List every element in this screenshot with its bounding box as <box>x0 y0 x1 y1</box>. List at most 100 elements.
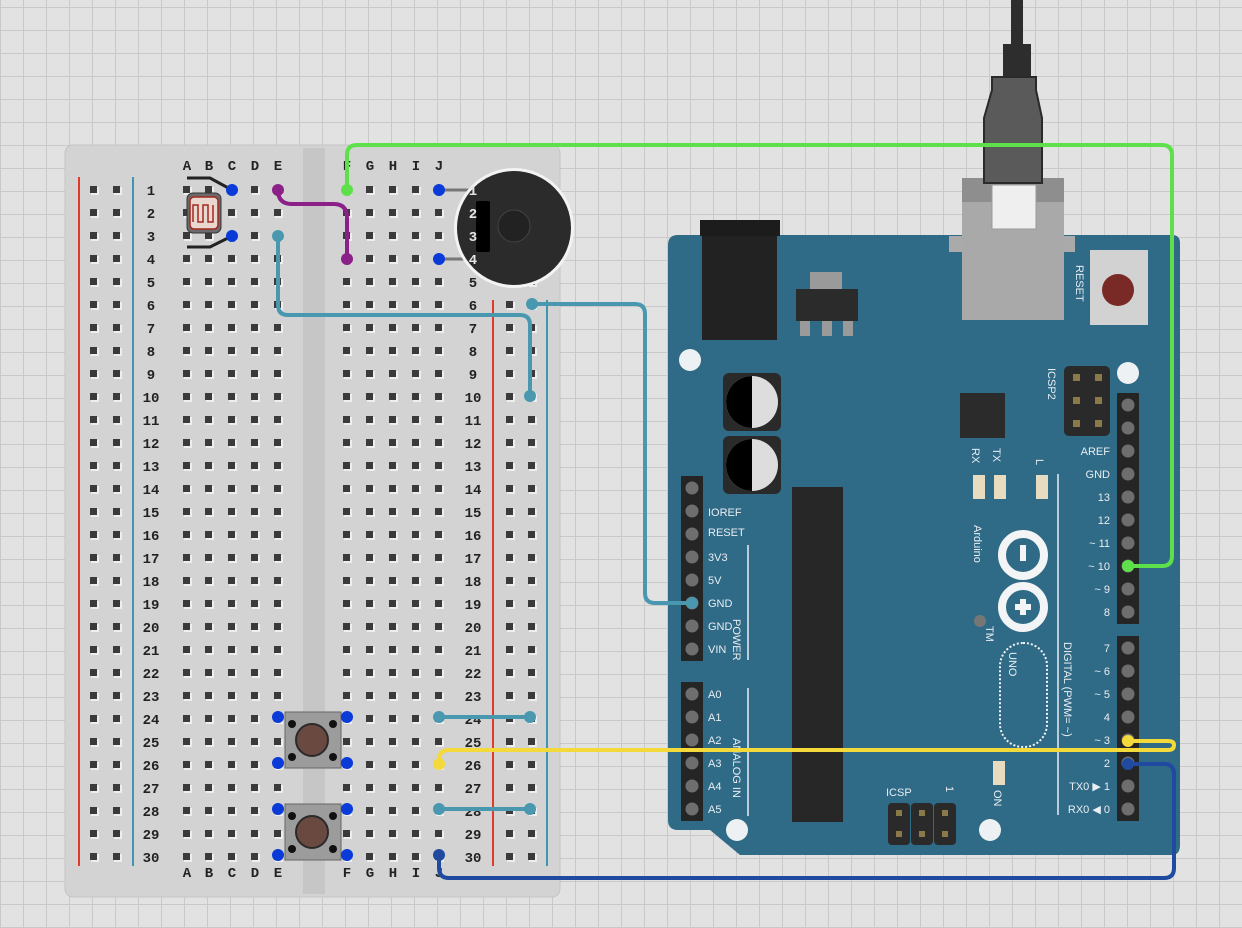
breadboard-hole[interactable] <box>205 508 212 515</box>
breadboard-hole[interactable] <box>228 508 235 515</box>
breadboard-hole[interactable] <box>90 784 97 791</box>
breadboard-hole[interactable] <box>528 761 535 768</box>
breadboard-hole[interactable] <box>228 692 235 699</box>
breadboard-hole[interactable] <box>412 830 419 837</box>
breadboard-hole[interactable] <box>113 370 120 377</box>
breadboard-hole[interactable] <box>90 370 97 377</box>
wire-endpoint[interactable] <box>433 803 445 815</box>
breadboard-hole[interactable] <box>366 393 373 400</box>
breadboard-hole[interactable] <box>412 439 419 446</box>
breadboard-hole[interactable] <box>228 393 235 400</box>
breadboard-hole[interactable] <box>366 209 373 216</box>
breadboard-hole[interactable] <box>366 807 373 814</box>
wire-endpoint[interactable] <box>686 597 698 609</box>
breadboard-hole[interactable] <box>389 600 396 607</box>
breadboard-hole[interactable] <box>412 393 419 400</box>
header-pin[interactable] <box>685 504 699 518</box>
wire-endpoint[interactable] <box>526 298 538 310</box>
breadboard-hole[interactable] <box>274 209 281 216</box>
breadboard-hole[interactable] <box>205 577 212 584</box>
breadboard-hole[interactable] <box>228 761 235 768</box>
breadboard-hole[interactable] <box>528 508 535 515</box>
breadboard-hole[interactable] <box>183 370 190 377</box>
breadboard-hole[interactable] <box>366 761 373 768</box>
breadboard-hole[interactable] <box>528 600 535 607</box>
breadboard-hole[interactable] <box>366 462 373 469</box>
breadboard-hole[interactable] <box>205 807 212 814</box>
breadboard-hole[interactable] <box>435 830 442 837</box>
breadboard-hole[interactable] <box>251 485 258 492</box>
breadboard-hole[interactable] <box>389 715 396 722</box>
breadboard-hole[interactable] <box>205 416 212 423</box>
breadboard-hole[interactable] <box>389 278 396 285</box>
breadboard-hole[interactable] <box>90 853 97 860</box>
breadboard-hole[interactable] <box>343 577 350 584</box>
breadboard-hole[interactable] <box>90 278 97 285</box>
breadboard-hole[interactable] <box>506 416 513 423</box>
breadboard-hole[interactable] <box>228 255 235 262</box>
wire-endpoint[interactable] <box>341 184 353 196</box>
breadboard-hole[interactable] <box>389 738 396 745</box>
header-pin[interactable] <box>685 687 699 701</box>
breadboard-hole[interactable] <box>251 232 258 239</box>
breadboard-hole[interactable] <box>113 669 120 676</box>
breadboard-hole[interactable] <box>435 531 442 538</box>
header-pin[interactable] <box>1121 641 1135 655</box>
breadboard-hole[interactable] <box>343 830 350 837</box>
breadboard-hole[interactable] <box>435 669 442 676</box>
breadboard-hole[interactable] <box>183 577 190 584</box>
breadboard-hole[interactable] <box>205 715 212 722</box>
breadboard-hole[interactable] <box>528 623 535 630</box>
breadboard-hole[interactable] <box>90 623 97 630</box>
breadboard-hole[interactable] <box>113 462 120 469</box>
breadboard-hole[interactable] <box>228 600 235 607</box>
breadboard-hole[interactable] <box>274 508 281 515</box>
breadboard-hole[interactable] <box>228 577 235 584</box>
breadboard-hole[interactable] <box>435 646 442 653</box>
wire-endpoint[interactable] <box>272 230 284 242</box>
breadboard-hole[interactable] <box>251 439 258 446</box>
breadboard-hole[interactable] <box>389 462 396 469</box>
header-pin[interactable] <box>685 756 699 770</box>
breadboard-hole[interactable] <box>412 646 419 653</box>
breadboard-hole[interactable] <box>506 784 513 791</box>
breadboard-hole[interactable] <box>251 738 258 745</box>
wire-green-pin10[interactable] <box>345 143 1174 568</box>
breadboard-hole[interactable] <box>251 554 258 561</box>
breadboard-hole[interactable] <box>251 370 258 377</box>
breadboard-hole[interactable] <box>228 416 235 423</box>
breadboard-hole[interactable] <box>343 508 350 515</box>
breadboard-hole[interactable] <box>228 807 235 814</box>
breadboard-hole[interactable] <box>205 738 212 745</box>
breadboard-hole[interactable] <box>90 600 97 607</box>
breadboard-hole[interactable] <box>251 301 258 308</box>
breadboard-hole[interactable] <box>205 853 212 860</box>
breadboard-hole[interactable] <box>274 416 281 423</box>
header-pin[interactable] <box>1121 582 1135 596</box>
component-pin[interactable] <box>272 849 284 861</box>
breadboard-hole[interactable] <box>343 669 350 676</box>
breadboard-hole[interactable] <box>90 508 97 515</box>
breadboard-hole[interactable] <box>389 853 396 860</box>
breadboard-hole[interactable] <box>389 669 396 676</box>
breadboard-hole[interactable] <box>412 600 419 607</box>
breadboard-hole[interactable] <box>412 669 419 676</box>
usb-cable[interactable] <box>983 0 1043 230</box>
breadboard-hole[interactable] <box>251 508 258 515</box>
breadboard-hole[interactable] <box>251 669 258 676</box>
breadboard-hole[interactable] <box>435 232 442 239</box>
breadboard-hole[interactable] <box>205 784 212 791</box>
breadboard-hole[interactable] <box>506 347 513 354</box>
breadboard-hole[interactable] <box>113 485 120 492</box>
breadboard-hole[interactable] <box>228 669 235 676</box>
breadboard-hole[interactable] <box>228 324 235 331</box>
breadboard-hole[interactable] <box>435 623 442 630</box>
breadboard-hole[interactable] <box>113 646 120 653</box>
breadboard-hole[interactable] <box>90 209 97 216</box>
breadboard-hole[interactable] <box>183 715 190 722</box>
breadboard-hole[interactable] <box>343 692 350 699</box>
breadboard-hole[interactable] <box>435 347 442 354</box>
header-pin[interactable] <box>1121 467 1135 481</box>
breadboard-hole[interactable] <box>274 462 281 469</box>
breadboard-hole[interactable] <box>435 600 442 607</box>
